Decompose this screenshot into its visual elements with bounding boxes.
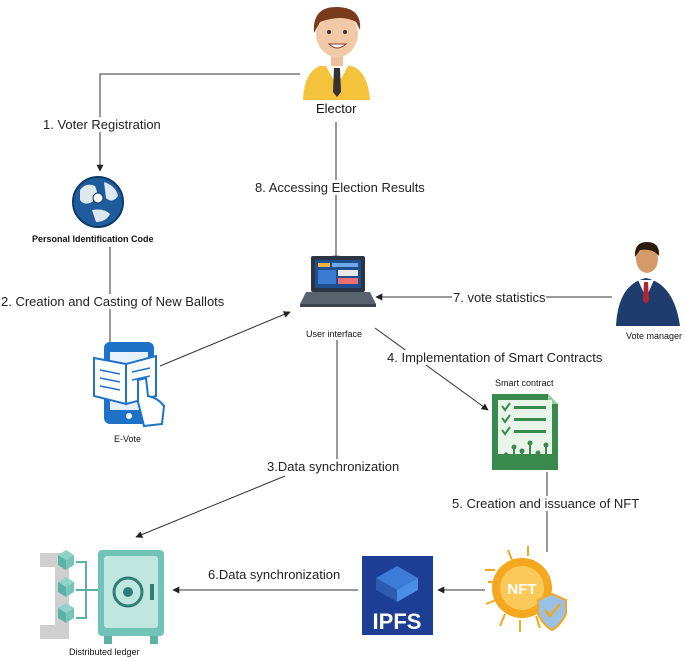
elector-icon <box>303 6 370 100</box>
ipfs-icon: IPFS <box>362 556 433 635</box>
arrow-casting-ballots <box>159 311 291 367</box>
nft-label: NFT <box>507 581 536 598</box>
arrow-data-sync-3 <box>135 475 286 538</box>
user-interface-caption: User interface <box>306 329 363 339</box>
nft-icon: NFT <box>485 546 567 632</box>
evote-caption: E-Vote <box>114 434 142 444</box>
laptop-icon <box>300 256 376 307</box>
evote-phone-icon <box>93 342 166 428</box>
smart-contract-icon <box>492 394 558 470</box>
globe-icon <box>72 176 124 228</box>
step-6-label: 6.Data synchronization <box>207 567 342 582</box>
smart-contract-caption: Smart contract <box>495 378 554 388</box>
arrow-smart-contracts <box>374 327 489 411</box>
step-4-label: 4. Implementation of Smart Contracts <box>386 350 604 365</box>
distributed-ledger-caption: Distributed ledger <box>69 647 140 657</box>
vote-manager-icon <box>616 242 680 326</box>
step-2-label: 2. Creation and Casting of New Ballots <box>0 294 226 309</box>
step-3-label: 3.Data synchronization <box>266 459 401 474</box>
ipfs-label: IPFS <box>373 609 422 634</box>
step-8-label: 8. Accessing Election Results <box>254 180 426 195</box>
arrow-voter-registration <box>96 73 300 172</box>
vote-manager-caption: Vote manager <box>626 331 683 341</box>
step-5-label: 5. Creation and issuance of NFT <box>451 496 641 511</box>
step-1-label: 1. Voter Registration <box>42 117 162 132</box>
step-7-label: 7. vote statistics <box>452 290 547 305</box>
distributed-ledger-icon <box>40 550 164 644</box>
personal-id-caption: Personal Identification Code <box>32 234 154 244</box>
elector-caption: Elector <box>316 101 357 116</box>
